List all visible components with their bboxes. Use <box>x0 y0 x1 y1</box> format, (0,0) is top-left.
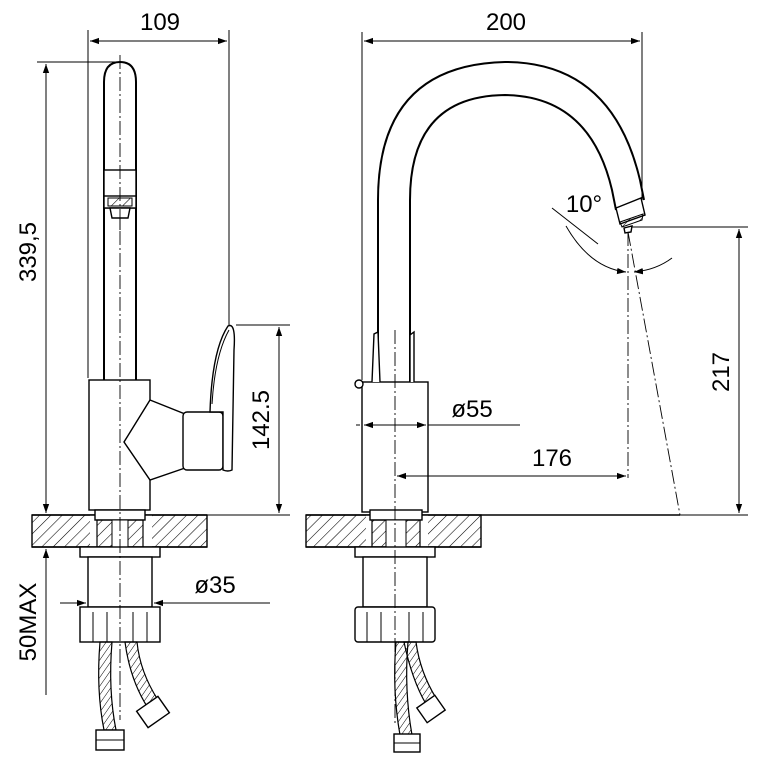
dim-label-176: 176 <box>532 445 572 472</box>
dim-label-142-5: 142.5 <box>248 390 275 450</box>
dim-base-diameter: ø35 <box>60 572 270 607</box>
dim-label-o55: ø55 <box>451 396 492 423</box>
dim-outlet-height: 217 <box>632 226 748 516</box>
dim-label-10deg: 10° <box>566 191 602 218</box>
dim-height-total: 339,5 <box>15 61 118 516</box>
dim-width-left: 109 <box>87 9 230 378</box>
dim-spout-angle: 10° <box>551 191 673 275</box>
dim-label-109: 109 <box>140 9 180 36</box>
dim-label-217: 217 <box>708 352 735 392</box>
gooseneck-spout <box>377 60 646 382</box>
dim-reach: 176 <box>397 445 626 480</box>
dim-label-339-5: 339,5 <box>15 222 42 282</box>
countertop-right <box>305 514 680 548</box>
dim-label-50max: 50MAX <box>15 583 42 662</box>
faucet-body-left <box>88 324 236 511</box>
dim-body-diameter: ø55 <box>356 396 520 429</box>
front-view: 10° 200 ø55 176 217 <box>305 9 748 753</box>
dim-label-200: 200 <box>486 9 526 36</box>
hoses-left <box>95 641 171 751</box>
dim-width-right: 200 <box>361 9 643 380</box>
faucet-body-right <box>354 330 429 513</box>
dim-label-o35: ø35 <box>194 572 235 599</box>
side-view: 109 339,5 142.5 ø35 50MAX <box>15 9 290 751</box>
dim-counter-max: 50MAX <box>15 546 80 695</box>
dim-handle-height: 142.5 <box>207 324 290 516</box>
hoses-right <box>393 641 447 753</box>
tilted-stream-line <box>627 231 681 516</box>
